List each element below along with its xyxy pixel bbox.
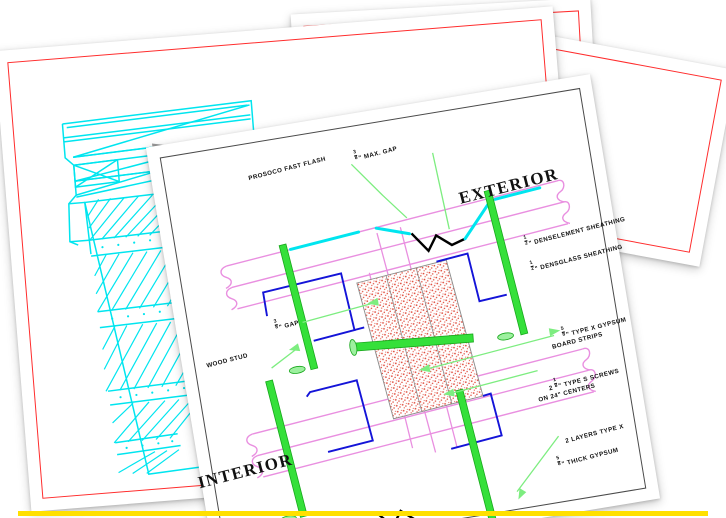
screw-fastener-group [265, 189, 529, 518]
fast-flash-bead [288, 186, 542, 251]
wall-assembly-detail-drawing [220, 152, 596, 518]
screw-upper-left [278, 243, 319, 374]
flashing-line-top [410, 232, 466, 253]
screw-lower-left [265, 379, 308, 518]
screw-horizontal-center [349, 333, 474, 356]
screw-lower-right [455, 388, 497, 518]
leader-lines [271, 152, 560, 493]
screw-upper-right [483, 189, 529, 341]
accent-bar [18, 511, 708, 516]
leader-arrowheads [288, 297, 561, 500]
